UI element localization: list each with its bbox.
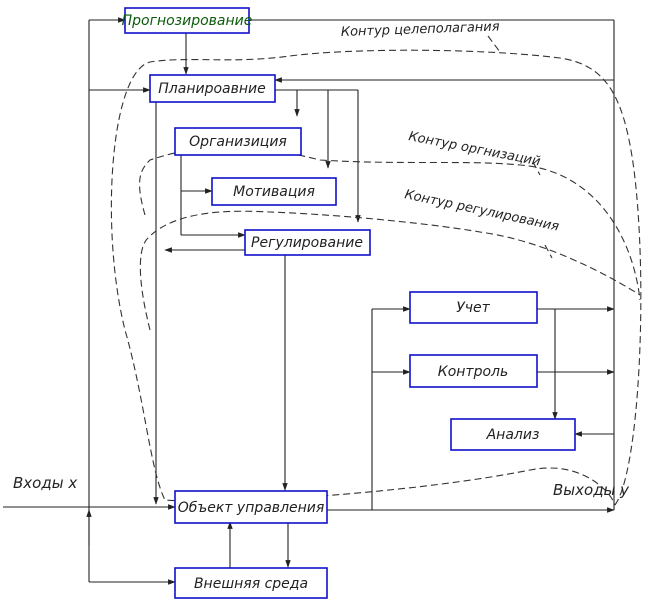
accounting-label: Учет [456, 300, 490, 316]
external-env-label: Внешняя среда [194, 576, 308, 592]
goal-contour-curve [110, 49, 642, 506]
motivation-label: Мотивация [233, 184, 315, 200]
org-label-leader [532, 161, 541, 176]
organization-label: Организиция [189, 134, 287, 150]
accounting-box[interactable]: Учет [409, 291, 538, 324]
motivation-box[interactable]: Мотивация [211, 177, 337, 206]
analysis-label: Анализ [486, 427, 540, 443]
control-object-box[interactable]: Объект управления [174, 490, 328, 524]
reg-label-leader [544, 244, 553, 259]
reg-contour-label: Контур регулирования [403, 187, 560, 234]
organization-box[interactable]: Организиция [174, 127, 302, 156]
contours [110, 35, 642, 506]
analysis-box[interactable]: Анализ [450, 418, 576, 451]
control-label: Контроль [438, 364, 508, 380]
reg-contour-curve [139, 210, 641, 331]
inputs-label: Входы х [13, 474, 77, 492]
control-box[interactable]: Контроль [409, 354, 538, 388]
external-env-box[interactable]: Внешняя среда [174, 567, 328, 599]
connections [3, 17, 615, 585]
regulation-box[interactable]: Регулирование [244, 229, 371, 256]
outputs-label: Выходы у [553, 481, 630, 499]
forecasting-label: Прогнозирование [122, 13, 253, 29]
goal-label-leader [487, 35, 501, 53]
forecasting-box[interactable]: Прогнозирование [122, 7, 253, 34]
goal-contour-label: Контур целеполагания [341, 19, 500, 40]
planning-label: Планироавние [158, 81, 265, 97]
org-contour-label: Контур оргнизаций [407, 129, 541, 169]
org-contour-curve [139, 146, 641, 301]
control-object-label: Объект управления [178, 500, 325, 516]
planning-box[interactable]: Планироавние [149, 74, 276, 103]
regulation-label: Регулирование [251, 235, 363, 251]
